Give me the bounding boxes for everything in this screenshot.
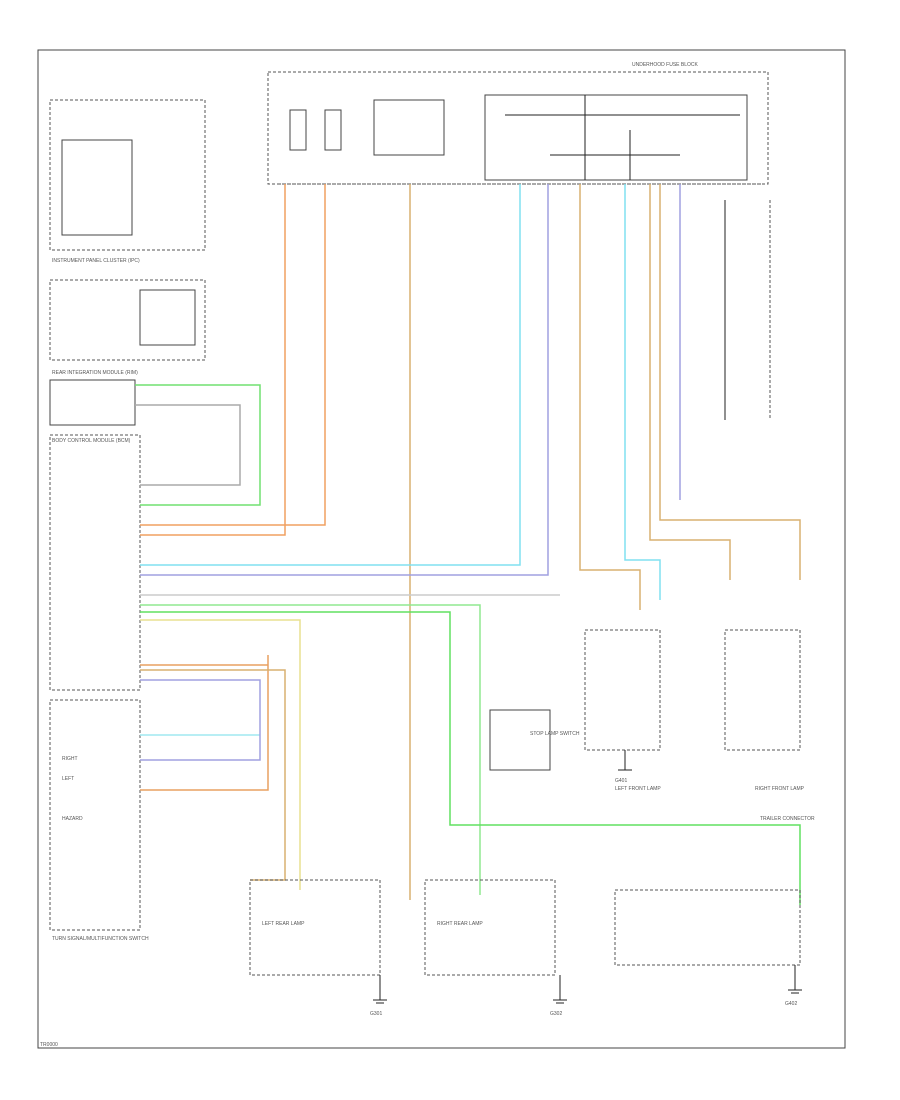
wire-violet-1 (140, 184, 549, 576)
wire-violet-3 (140, 679, 261, 761)
turn-signal-switch (49, 699, 141, 931)
wire-orange-4 (140, 655, 269, 791)
ground-g401 (618, 750, 632, 771)
footer-code: TR0000 (40, 1042, 58, 1048)
wire-tan-4 (659, 184, 801, 580)
ipc-label: INSTRUMENT PANEL CLUSTER (IPC) (52, 258, 140, 264)
wire-tan-5 (140, 619, 301, 890)
trailer-connector-assembly (614, 889, 801, 966)
wire-tan-6 (140, 669, 286, 881)
ground-g301 (373, 975, 387, 1004)
hazard-relay (373, 99, 445, 156)
trailer-connector-label: TRAILER CONNECTOR (760, 816, 815, 822)
instrument-panel-cluster (49, 99, 206, 251)
fuse-block-label: UNDERHOOD FUSE BLOCK (632, 62, 699, 68)
wire-orange-1 (140, 184, 286, 536)
left-label: LEFT (62, 776, 74, 782)
hazard-indicator (139, 289, 196, 346)
underhood-fuse-block (267, 71, 769, 185)
wire-green-2 (140, 604, 481, 895)
body-control-module (49, 434, 141, 691)
wire-tan-3 (649, 184, 731, 580)
right-front-lamp-label: RIGHT FRONT LAMP (755, 786, 805, 792)
rear-integration-module (49, 379, 136, 426)
g301-label: G301 (370, 1011, 382, 1017)
left-rear-lamp-label: LEFT REAR LAMP (262, 921, 305, 927)
g302-label: G302 (550, 1011, 562, 1017)
left-front-lamp-label: LEFT FRONT LAMP (615, 786, 661, 792)
ground-g402 (788, 965, 802, 994)
right-rear-lamp-assembly (424, 879, 556, 976)
stop-lamp-switch (489, 709, 551, 771)
diagram-frame (37, 49, 846, 1049)
wire-green-1 (135, 384, 261, 506)
wire-gray-1 (135, 404, 241, 486)
wire-tan-2 (579, 184, 641, 610)
hazard-label: HAZARD (62, 816, 83, 822)
g402-label: G402 (785, 1001, 797, 1007)
right-label: RIGHT (62, 756, 78, 762)
wire-orange-2 (140, 184, 326, 526)
stop-lamp-switch-label: STOP LAMP SWITCH (530, 731, 580, 737)
right-front-lamp-assembly (724, 629, 801, 751)
rim-label: REAR INTEGRATION MODULE (RIM) (52, 370, 138, 376)
wire-green-3 (140, 611, 801, 905)
ground-g302 (553, 975, 567, 1004)
left-rear-lamp-assembly (249, 879, 381, 976)
left-turn-indicator (61, 139, 133, 236)
turn-signal-switch-label: TURN SIGNAL/MULTIFUNCTION SWITCH (52, 936, 149, 942)
wire-cyan-2 (624, 184, 661, 600)
fuse-f1 (289, 109, 307, 151)
g401-label: G401 (615, 778, 627, 784)
hazard-indicator-module (49, 279, 206, 361)
fuse-f2 (324, 109, 342, 151)
right-rear-lamp-label: RIGHT REAR LAMP (437, 921, 483, 927)
bcm-label: BODY CONTROL MODULE (BCM) (52, 438, 131, 444)
wire-cyan-1 (140, 184, 521, 566)
left-front-lamp-assembly (584, 629, 661, 751)
turn-relay-bus (484, 94, 748, 181)
